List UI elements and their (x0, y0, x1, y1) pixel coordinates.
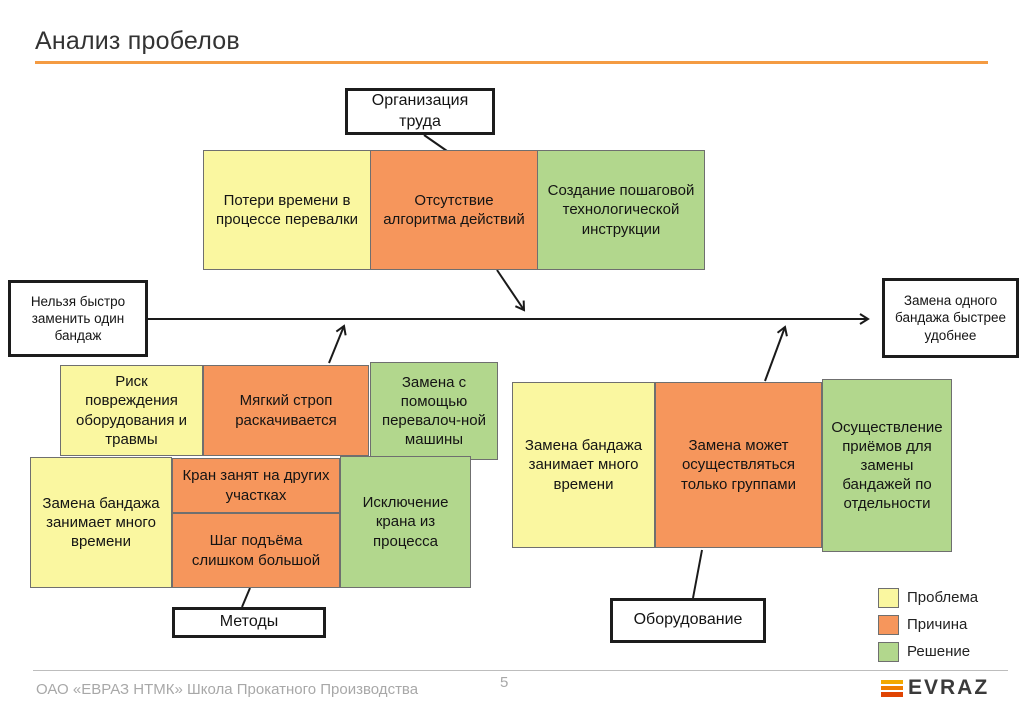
page-number: 5 (500, 674, 509, 691)
legend-label-solution: Решение (907, 643, 971, 660)
evraz-logo-text: EVRAZ (908, 676, 990, 699)
legend-label-cause: Причина (907, 616, 968, 633)
legend-label-problem: Проблема (907, 589, 979, 606)
solution-box-equipment: Осуществление приёмов для замены бандаже… (822, 379, 952, 552)
legend: Проблема Причина Решение (878, 584, 978, 665)
category-box-methods: Методы (172, 607, 326, 638)
solution-box-methods-1: Замена с помощью перевалоч-ной машины (370, 362, 498, 460)
cause-box-organization: Отсутствие алгоритма действий (370, 150, 538, 270)
solution-box-methods-2: Исключение крана из процесса (340, 456, 471, 588)
solution-box-organization: Создание пошаговой технологической инстр… (537, 150, 705, 270)
legend-swatch-cause (878, 614, 899, 635)
problem-box-methods-2: Замена бандажа занимает много времени (30, 457, 172, 588)
category-box-equipment: Оборудование (610, 598, 766, 643)
cause-box-methods-2a: Кран занят на других участках (172, 458, 340, 513)
evraz-logo-bars-icon (881, 679, 903, 697)
cause-box-methods-2b: Шаг подъёма слишком большой (172, 513, 340, 588)
problem-box-methods-1: Риск повреждения оборудования и травмы (60, 365, 203, 456)
legend-item-problem: Проблема (878, 584, 978, 611)
footer-divider (33, 670, 1008, 671)
spine-start-box: Нельзя быстро заменить один бандаж (8, 280, 148, 357)
footer-company-text: ОАО «ЕВРАЗ НТМК» Школа Прокатного Произв… (36, 681, 419, 698)
problem-box-equipment: Замена бандажа занимает много времени (512, 382, 655, 548)
problem-box-organization: Потери времени в процессе перевалки (203, 150, 371, 270)
legend-swatch-problem (878, 587, 899, 608)
evraz-logo: EVRAZ (881, 676, 989, 700)
title-underline-rule (35, 61, 988, 64)
spine-end-box: Замена одного бандажа быстрее удобнее (882, 278, 1019, 358)
category-box-organization: Организация труда (345, 88, 495, 135)
legend-swatch-solution (878, 641, 899, 662)
cause-box-equipment: Замена может осуществляться только групп… (655, 382, 822, 548)
page-title: Анализ пробелов (35, 27, 240, 55)
legend-item-solution: Решение (878, 638, 978, 665)
cause-box-methods-1: Мягкий строп раскачивается (203, 365, 369, 456)
legend-item-cause: Причина (878, 611, 978, 638)
